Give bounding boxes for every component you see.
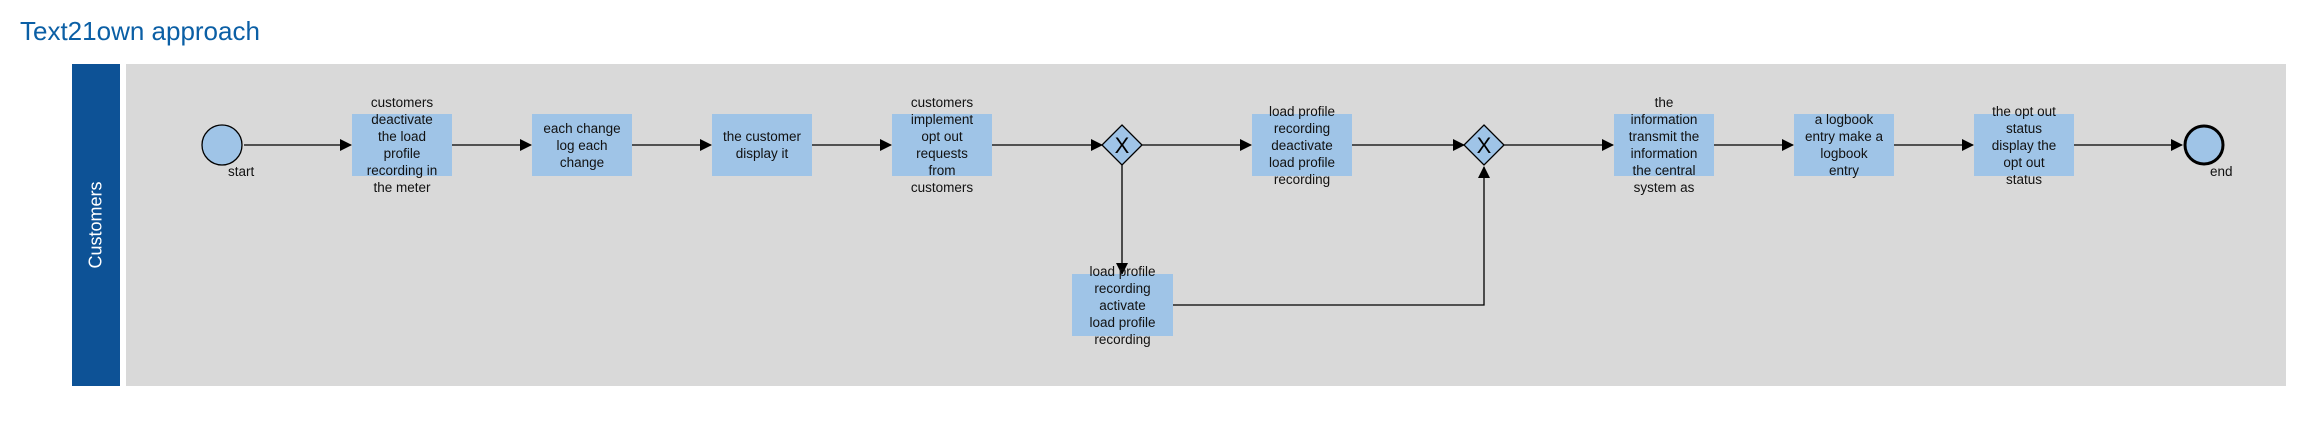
gateway-1: X bbox=[1101, 124, 1143, 166]
task-label: a logbook entry make a logbook entry bbox=[1804, 112, 1884, 178]
task-label: the customer display it bbox=[722, 129, 802, 161]
task-display-opt-out-status[interactable]: the opt out status display the opt out s… bbox=[1974, 104, 2074, 187]
task-label: the opt out status display the opt out s… bbox=[1991, 103, 2057, 187]
task-logbook-entry[interactable]: a logbook entry make a logbook entry bbox=[1794, 112, 1894, 178]
flow-t6-g2 bbox=[1173, 166, 1490, 306]
end-label: end bbox=[2210, 164, 2233, 179]
task-label: customers implement opt out requests fro… bbox=[910, 95, 974, 195]
task-implement-opt-out[interactable]: customers implement opt out requests fro… bbox=[892, 95, 992, 195]
lane-header bbox=[72, 64, 120, 386]
task-deactivate-meter-recording[interactable]: customers deactivate the load profile re… bbox=[352, 95, 452, 195]
gateway-2-symbol: X bbox=[1477, 133, 1492, 158]
task-label: each change log each change bbox=[543, 120, 621, 170]
task-label: load profile recording activate load pro… bbox=[1089, 263, 1156, 347]
start-event bbox=[201, 124, 243, 166]
start-label: start bbox=[228, 164, 255, 179]
task-display[interactable]: the customer display it bbox=[712, 114, 812, 176]
task-transmit-information[interactable]: the information transmit the information… bbox=[1614, 95, 1714, 195]
gateway-2: X bbox=[1463, 124, 1505, 166]
task-change-log[interactable]: each change log each change bbox=[532, 114, 632, 176]
end-event bbox=[2183, 124, 2225, 166]
page-title: Text21own approach bbox=[20, 16, 260, 46]
task-label: load profile recording deactivate load p… bbox=[1268, 103, 1336, 187]
task-label: customers deactivate the load profile re… bbox=[366, 95, 438, 195]
gateway-1-symbol: X bbox=[1115, 133, 1130, 158]
task-label: the information transmit the information… bbox=[1628, 95, 1700, 195]
task-deactivate-load-profile[interactable]: load profile recording deactivate load p… bbox=[1252, 104, 1352, 187]
lane-body bbox=[126, 64, 2286, 386]
task-activate-load-profile[interactable]: load profile recording activate load pro… bbox=[1072, 264, 1173, 347]
